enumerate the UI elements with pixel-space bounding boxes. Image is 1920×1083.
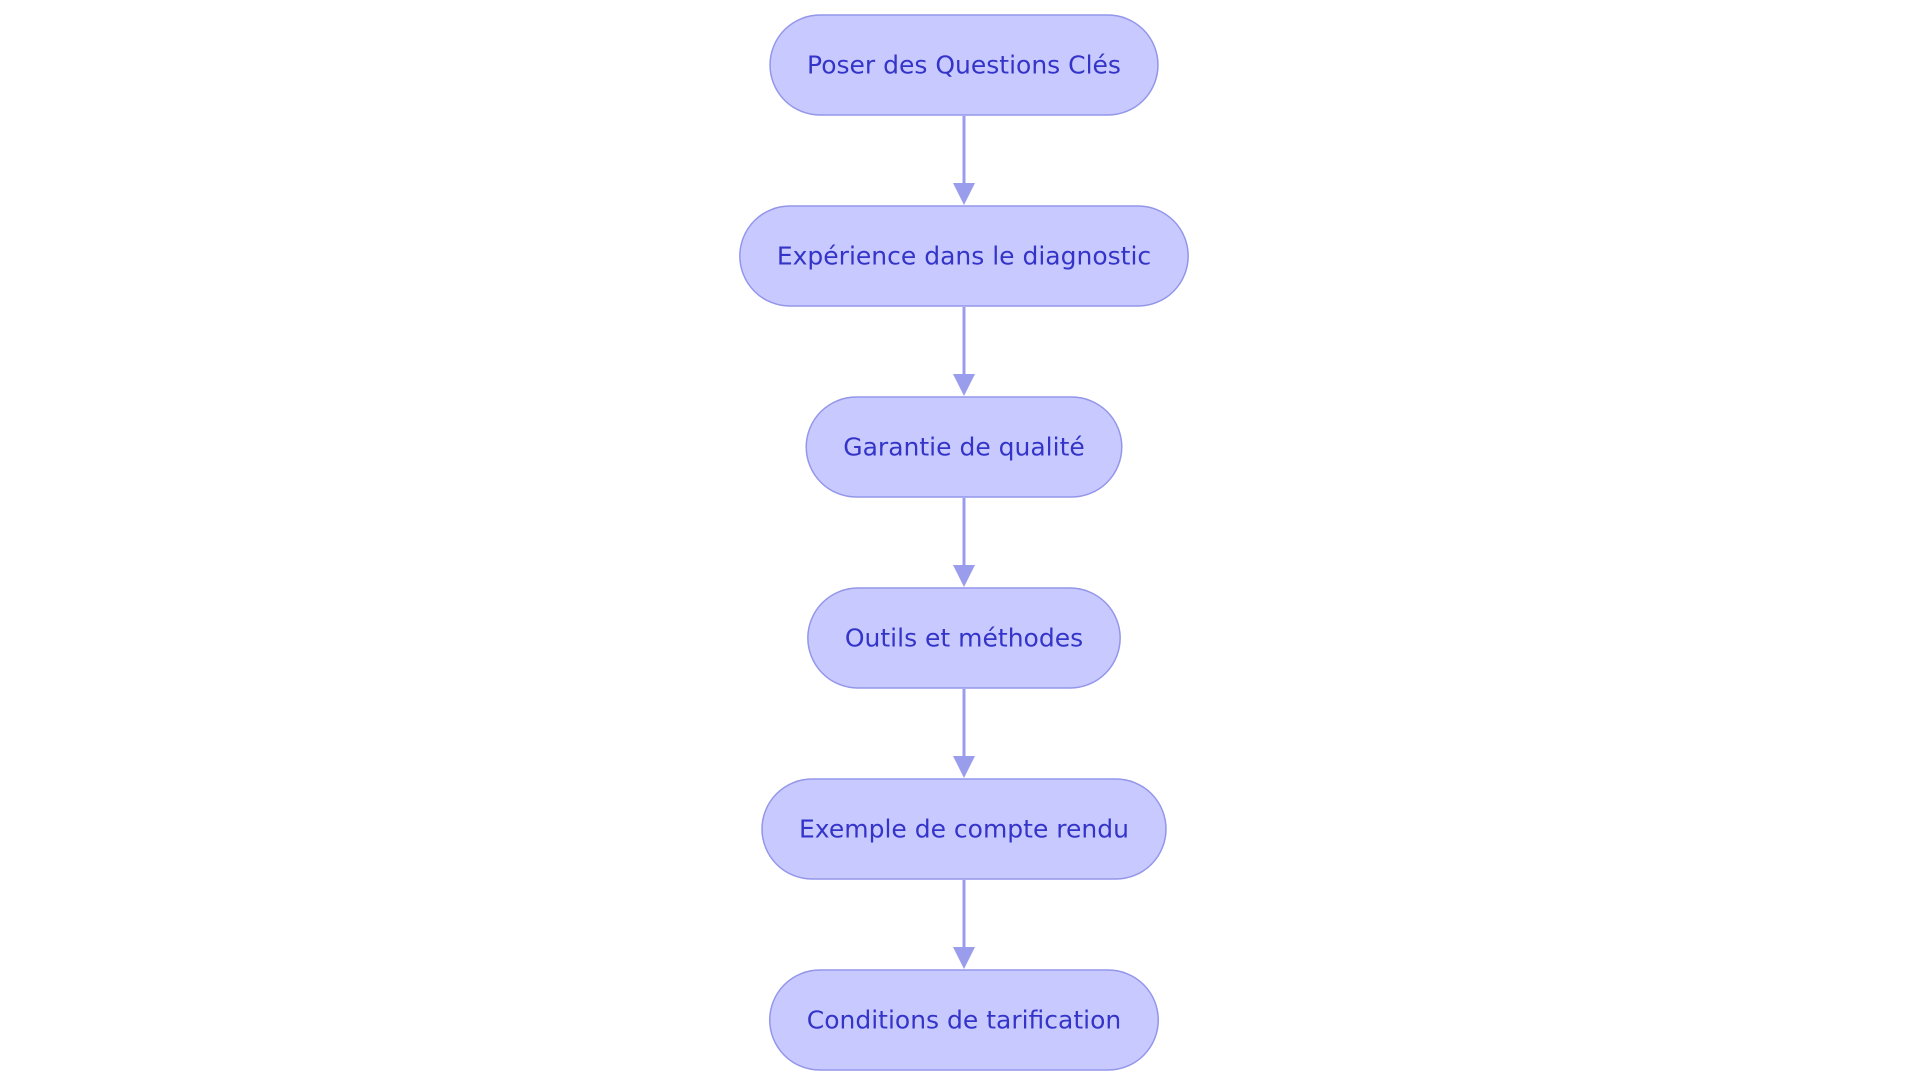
flow-edge-n3-n4 [953, 498, 975, 587]
node-shape [807, 587, 1121, 689]
flow-node-n4: Outils et méthodes [807, 587, 1121, 689]
node-label: Outils et méthodes [845, 624, 1083, 653]
node-label: Expérience dans le diagnostic [777, 242, 1151, 271]
arrowhead-icon [953, 565, 975, 587]
flow-node-n6: Conditions de tarification [768, 969, 1160, 1071]
node-shape [761, 778, 1167, 880]
node-label: Poser des Questions Clés [807, 51, 1121, 80]
flow-edge-n4-n5 [953, 689, 975, 778]
flow-edge-n5-n6 [953, 880, 975, 969]
node-label: Garantie de qualité [843, 433, 1085, 462]
node-shape [805, 396, 1123, 498]
node-shape [739, 205, 1189, 307]
arrowhead-icon [953, 947, 975, 969]
flow-edge-n1-n2 [953, 116, 975, 205]
edges [953, 116, 975, 969]
flow-edge-n2-n3 [953, 307, 975, 396]
node-shape [768, 969, 1160, 1071]
flow-node-n3: Garantie de qualité [805, 396, 1123, 498]
flow-node-n1: Poser des Questions Clés [769, 14, 1159, 116]
arrowhead-icon [953, 756, 975, 778]
node-label: Exemple de compte rendu [799, 815, 1129, 844]
arrowhead-icon [953, 183, 975, 205]
arrowhead-icon [953, 374, 975, 396]
node-shape [769, 14, 1159, 116]
flow-node-n2: Expérience dans le diagnostic [739, 205, 1189, 307]
flow-node-n5: Exemple de compte rendu [761, 778, 1167, 880]
node-label: Conditions de tarification [807, 1006, 1122, 1035]
